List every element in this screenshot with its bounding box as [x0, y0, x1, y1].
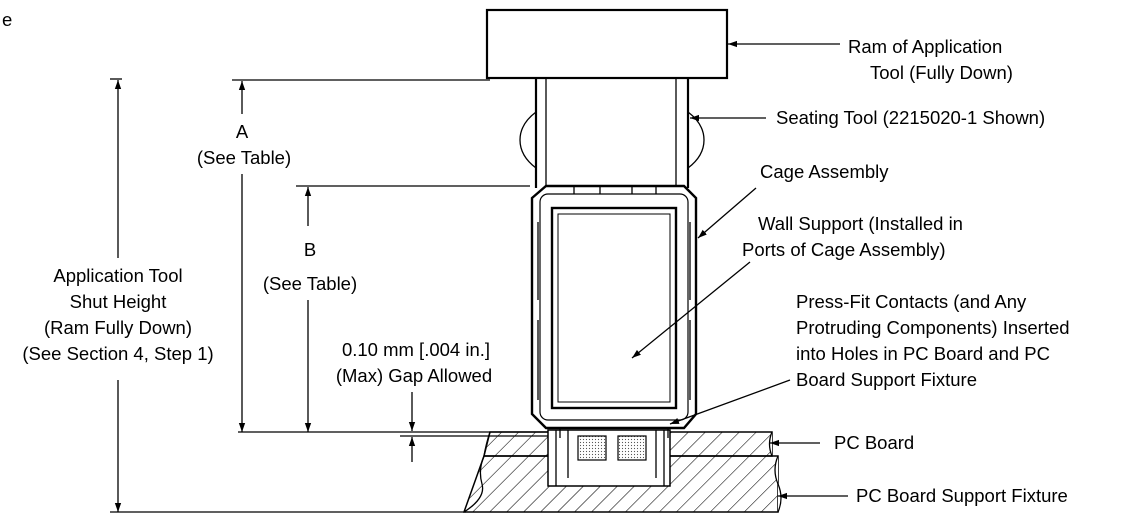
press-fit-label-line3: into Holes in PC Board and PC — [796, 343, 1050, 364]
wall-support-label-line2: Ports of Cage Assembly) — [742, 239, 946, 260]
dimension-shut-height — [110, 78, 466, 513]
gap-label-line1: 0.10 mm [.004 in.] — [342, 339, 490, 360]
ram-label-line1: Ram of Application — [848, 36, 1002, 57]
ram-of-application-tool — [485, 8, 729, 80]
shut-height-line1: Application Tool — [53, 265, 182, 286]
dimension-gap — [238, 392, 548, 462]
callout-ram: Ram of Application Tool (Fully Down) — [848, 36, 1013, 83]
dimension-a-letter: A — [236, 121, 249, 142]
dimension-b-note: (See Table) — [263, 273, 357, 294]
press-fit-label-line4: Board Support Fixture — [796, 369, 977, 390]
shut-height-line4: (See Section 4, Step 1) — [22, 343, 213, 364]
seating-tool-label: Seating Tool (2215020-1 Shown) — [776, 107, 1045, 128]
cage-assembly-label: Cage Assembly — [760, 161, 889, 182]
callout-wall-support: Wall Support (Installed in Ports of Cage… — [742, 213, 963, 260]
press-fit-label-line2: Protruding Components) Inserted — [796, 317, 1070, 338]
pc-board-label: PC Board — [834, 432, 914, 453]
dimension-b-letter: B — [304, 239, 316, 260]
shut-height-line3: (Ram Fully Down) — [44, 317, 192, 338]
dimension-a-note: (See Table) — [197, 147, 291, 168]
press-fit-contacts — [547, 429, 671, 487]
shut-height-label: Application Tool Shut Height (Ram Fully … — [22, 265, 213, 364]
gap-label-line2: (Max) Gap Allowed — [336, 365, 492, 386]
corner-text: e — [2, 9, 12, 30]
wall-support-label-line1: Wall Support (Installed in — [758, 213, 963, 234]
press-fit-label-line1: Press-Fit Contacts (and Any — [796, 291, 1027, 312]
ram-label-line2: Tool (Fully Down) — [870, 62, 1013, 83]
seating-tool — [519, 78, 705, 188]
shut-height-line2: Shut Height — [70, 291, 167, 312]
support-fixture-label: PC Board Support Fixture — [856, 485, 1068, 506]
callout-press-fit: Press-Fit Contacts (and Any Protruding C… — [796, 291, 1070, 390]
dimension-b — [296, 185, 530, 432]
dimension-a — [232, 79, 490, 432]
leader-lines — [631, 40, 848, 500]
wall-support — [550, 206, 678, 410]
